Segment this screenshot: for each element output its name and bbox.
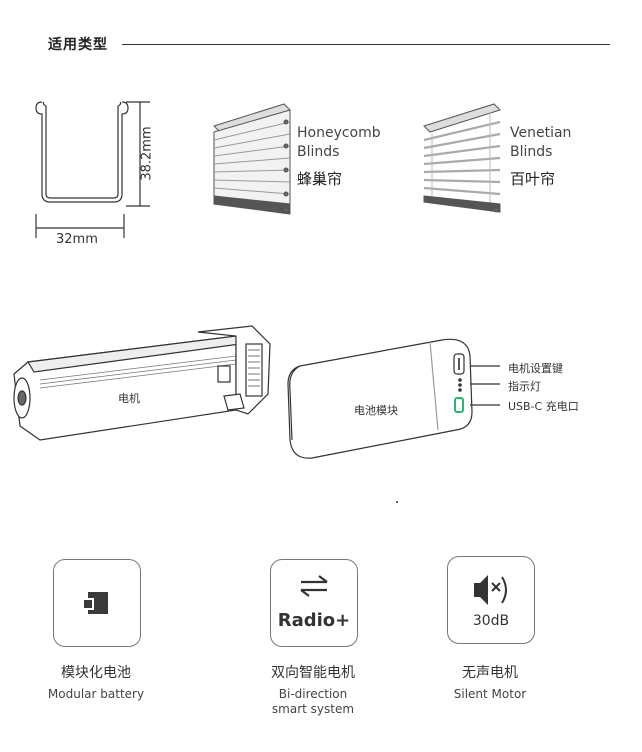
callout-settings-button: 电机设置键 (508, 362, 563, 375)
feature-radio-en-line2: smart system (271, 702, 355, 716)
section-divider (122, 44, 610, 45)
profile-height-label: 38.2mm (139, 126, 155, 181)
callout-indicator-light: 指示灯 (508, 380, 541, 393)
feature-modular-battery-en: Modular battery (47, 687, 145, 701)
feature-silent-en: Silent Motor (453, 687, 527, 701)
profile-width-label: 32mm (56, 232, 98, 247)
radio-plus-text: Radio+ (277, 610, 351, 631)
feature-radio-cn: 双向智能电机 (271, 665, 355, 681)
feature-radio-en-line1: Bi-direction (278, 687, 348, 701)
honeycomb-label-line1: Honeycomb (297, 125, 381, 141)
venetian-label-line2: Blinds (510, 144, 553, 160)
honeycomb-label-line2: Blinds (297, 144, 340, 160)
feature-radio-box: Radio+ (270, 559, 358, 647)
motor-label: 电机 (118, 392, 140, 405)
feature-modular-battery-box (53, 559, 141, 647)
decibel-text: 30dB (472, 613, 510, 629)
feature-modular-battery-cn: 模块化电池 (61, 665, 131, 681)
callout-usbc-port: USB-C 充电口 (508, 400, 579, 413)
honeycomb-label: Honeycomb Blinds (297, 124, 381, 162)
venetian-label: Venetian Blinds (510, 124, 571, 162)
battery-module-icon (82, 592, 108, 614)
feature-silent-box: 30dB (447, 556, 535, 644)
radio-plus-icon (300, 575, 328, 597)
venetian-cn-label: 百叶帘 (510, 170, 556, 188)
venetian-label-line1: Venetian (510, 125, 572, 141)
battery-module-label: 电池模块 (354, 404, 398, 417)
stray-dot (396, 501, 398, 503)
speaker-mute-icon (474, 575, 507, 605)
section-title: 适用类型 (48, 37, 108, 53)
feature-silent-cn: 无声电机 (462, 665, 518, 681)
honeycomb-cn-label: 蜂巢帘 (297, 170, 343, 188)
